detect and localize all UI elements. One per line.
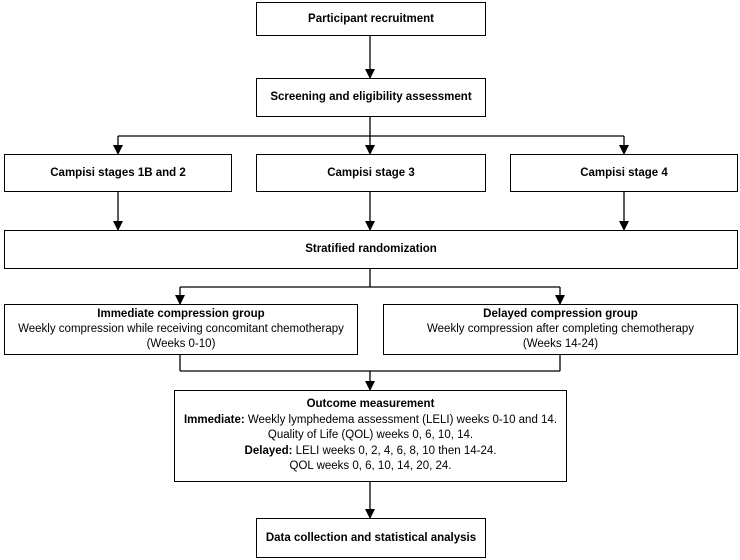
immediate-group-description: Weekly compression while receiving conco… — [18, 323, 344, 335]
node-participant-recruitment-label: Participant recruitment — [308, 12, 434, 25]
outcome-immediate-qol: Quality of Life (QOL) weeks 0, 6, 10, 14… — [267, 429, 474, 442]
node-campisi-1b-2: Campisi stages 1B and 2 — [4, 154, 232, 192]
node-stratified-randomization-label: Stratified randomization — [305, 243, 437, 255]
node-data-collection-analysis-label: Data collection and statistical analysis — [265, 531, 477, 544]
outcome-immediate-line: Immediate: Weekly lymphedema assessment … — [184, 413, 557, 429]
node-campisi-3: Campisi stage 3 — [256, 154, 486, 192]
node-screening: Screening and eligibility assessment — [256, 78, 486, 117]
outcome-immediate-label: Immediate: — [183, 413, 245, 426]
outcome-delayed-qol: QOL weeks 0, 6, 10, 14, 20, 24. — [289, 460, 452, 473]
outcome-delayed-label: Delayed: — [244, 444, 293, 457]
outcome-immediate-text: Weekly lymphedema assessment (LELI) week… — [244, 413, 558, 426]
node-campisi-3-label: Campisi stage 3 — [327, 166, 415, 179]
delayed-group-weeks: (Weeks 14-24) — [522, 338, 599, 350]
node-campisi-1b-2-label: Campisi stages 1B and 2 — [50, 166, 186, 179]
node-campisi-4-label: Campisi stage 4 — [580, 166, 668, 179]
outcome-title: Outcome measurement — [306, 398, 435, 411]
node-immediate-compression-group: Immediate compression group Weekly compr… — [4, 304, 358, 355]
node-stratified-randomization: Stratified randomization — [4, 230, 738, 269]
immediate-group-title: Immediate compression group — [97, 308, 265, 320]
node-data-collection-analysis: Data collection and statistical analysis — [256, 518, 486, 558]
node-screening-label: Screening and eligibility assessment — [270, 91, 472, 103]
node-campisi-4: Campisi stage 4 — [510, 154, 738, 192]
delayed-group-description: Weekly compression after completing chem… — [427, 323, 694, 335]
outcome-delayed-line: Delayed: LELI weeks 0, 2, 4, 6, 8, 10 th… — [245, 444, 497, 460]
outcome-delayed-text: LELI weeks 0, 2, 4, 6, 8, 10 then 14-24. — [292, 444, 497, 457]
delayed-group-title: Delayed compression group — [483, 308, 638, 320]
node-delayed-compression-group: Delayed compression group Weekly compres… — [383, 304, 738, 355]
node-participant-recruitment: Participant recruitment — [256, 2, 486, 36]
node-outcome-measurement: Outcome measurement Immediate: Weekly ly… — [174, 390, 567, 482]
immediate-group-weeks: (Weeks 0-10) — [146, 338, 216, 350]
